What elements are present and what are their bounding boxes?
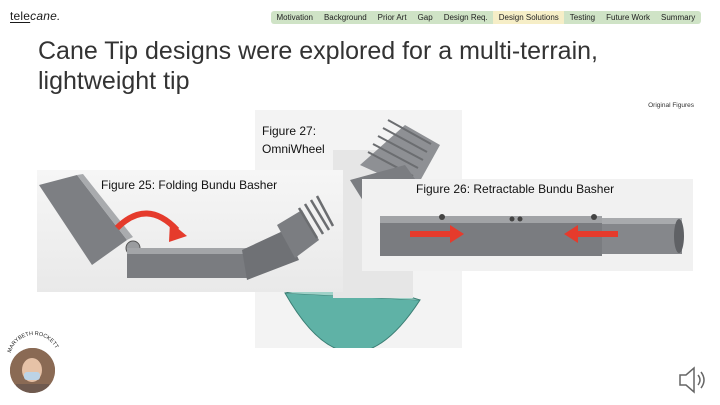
figure-26-retractable-basher: Figure 26: Retractable Bundu Basher (362, 179, 693, 271)
slide-title: Cane Tip designs were explored for a mul… (38, 37, 598, 95)
figure-26-caption: Figure 26: Retractable Bundu Basher (416, 182, 615, 196)
section-nav: Motivation Background Prior Art Gap Design R… (271, 11, 701, 24)
nav-tab-design-req[interactable]: Design Req. (443, 13, 488, 22)
figure-25-caption: Figure 25: Folding Bundu Basher (101, 178, 278, 192)
nav-tab-future-work[interactable]: Future Work (606, 13, 651, 22)
nav-tab-design-solutions[interactable]: Design Solutions (493, 11, 565, 24)
nav-tab-prior-art[interactable]: Prior Art (377, 13, 407, 22)
speaker-icon[interactable] (676, 364, 716, 396)
nav-tab-motivation[interactable]: Motivation (276, 13, 313, 22)
nav-tab-gap[interactable]: Gap (417, 13, 433, 22)
figure-27-caption-line2: OmniWheel (262, 142, 325, 156)
figure-27-caption-line1: Figure 27: (262, 124, 317, 138)
telecane-logo: telecane. (10, 9, 61, 23)
figure-25-folding-basher: Figure 25: Folding Bundu Basher (37, 170, 343, 292)
presenter-avatar (10, 348, 55, 393)
nav-tab-testing[interactable]: Testing (569, 13, 596, 22)
folding-basher-illustration (39, 174, 335, 280)
original-figures-note: Original Figures (648, 102, 694, 109)
presenter-name-arc: MARYBETH ROCKETT (7, 331, 60, 354)
nav-tab-background[interactable]: Background (323, 13, 367, 22)
nav-tab-summary[interactable]: Summary (661, 13, 696, 22)
retractable-basher-illustration (380, 214, 684, 256)
